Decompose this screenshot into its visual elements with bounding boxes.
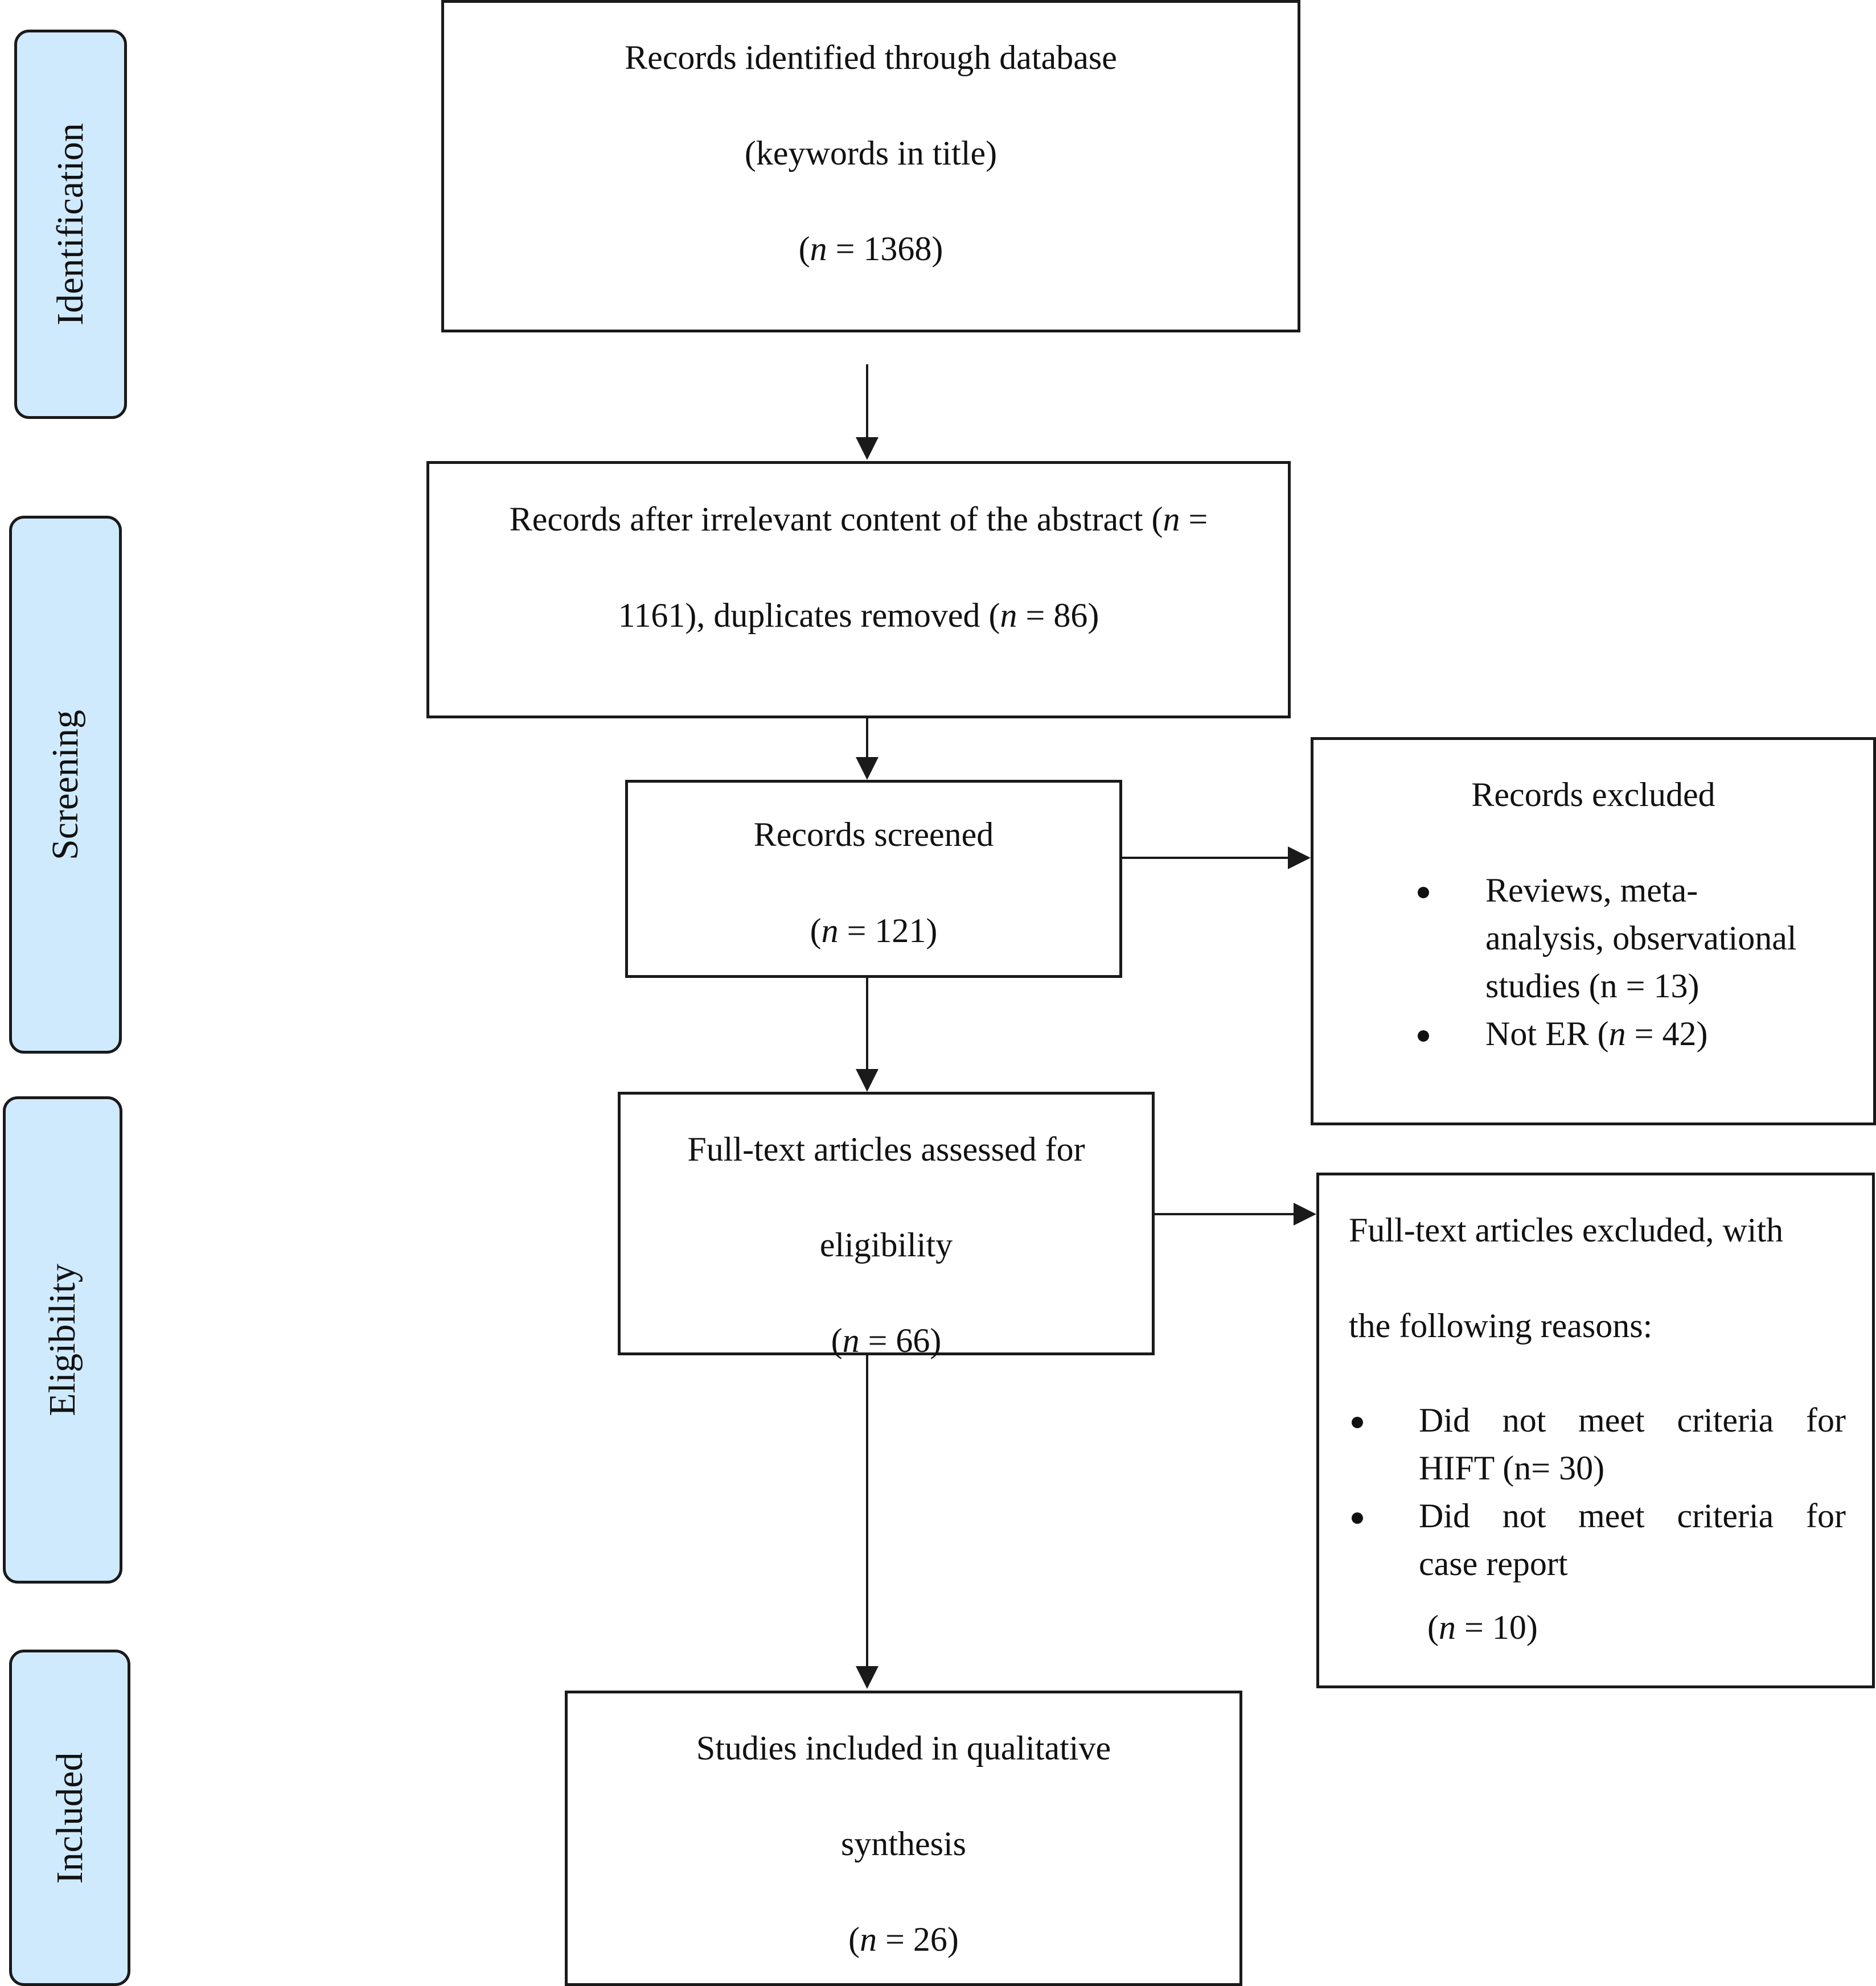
records-identified-line1: Records identified through database [625,39,1117,76]
n-symbol: n [1438,1609,1456,1646]
records-after-box: Records after irrelevant content of the … [426,461,1291,718]
full-text-excluded-count: (n = 10) [1427,1609,1538,1646]
arrowhead-identified-to-after [856,437,879,460]
stage-screening: Screening [9,516,122,1054]
full-text-excluded-bullet2-line1: Did not meet criteria for [1419,1497,1846,1535]
records-excluded-bullet1-line1: Reviews, meta- [1485,871,1698,909]
bullet-dot [1352,1417,1363,1428]
n-symbol: n [1163,500,1180,538]
records-identified-box: Records identified through database (key… [441,0,1300,332]
full-text-excluded-bullet1-line1: Did not meet criteria for [1419,1401,1846,1439]
full-text-excluded-box: Full-text articles excluded, with the fo… [1316,1173,1875,1688]
full-text-assessed-line2: eligibility [819,1226,953,1264]
studies-included-line1: Studies included in qualitative [696,1729,1111,1767]
records-screened-line1: Records screened [753,816,994,853]
studies-included-count: (n = 26) [848,1921,959,1958]
records-excluded-bullet1-line3: studies (n = 13) [1485,967,1700,1005]
bullet-dot [1352,1512,1363,1524]
full-text-assessed-count: (n = 66) [831,1322,942,1359]
stage-identification: Identification [14,30,127,419]
n-symbol: n [821,912,839,949]
arrowhead-fulltext-to-excluded [1294,1203,1316,1226]
records-after-line1: Records after irrelevant content of the … [509,500,1208,538]
records-excluded-title: Records excluded [1471,776,1715,813]
bullet-dot [1418,1030,1429,1042]
studies-included-line2: synthesis [840,1825,967,1862]
records-identified-count: (n = 1368) [798,230,943,268]
n-symbol: n [860,1921,877,1958]
full-text-excluded-bullet2-line2: case report [1419,1545,1568,1582]
records-identified-line2: (keywords in title) [744,134,997,172]
full-text-excluded-line2: the following reasons: [1349,1307,1653,1344]
bullet-dot [1418,887,1429,898]
n-symbol: n [1608,1015,1626,1052]
stage-eligibility: Eligibility [3,1096,122,1584]
arrowhead-fulltext-to-included [856,1666,879,1689]
stage-included: Included [9,1650,130,1986]
full-text-excluded-bullet1-line2: HIFT (n= 30) [1419,1449,1605,1487]
studies-included-box: Studies included in qualitative synthesi… [565,1691,1242,1986]
records-excluded-box: Records excluded Reviews, meta- analysis… [1311,737,1876,1125]
arrowhead-screened-to-fulltext [856,1069,879,1092]
n-symbol: n [1000,597,1017,634]
n-symbol: n [842,1322,860,1359]
arrowhead-after-to-screened [856,757,879,780]
n-symbol: n [810,230,827,268]
arrowhead-screened-to-excluded [1288,846,1311,869]
full-text-assessed-line1: Full-text articles assessed for [687,1130,1085,1168]
full-text-assessed-box: Full-text articles assessed for eligibil… [618,1092,1155,1359]
records-excluded-bullet2: Not ER (n = 42) [1485,1015,1708,1052]
records-screened-box: Records screened (n = 121) [625,780,1122,978]
records-screened-count: (n = 121) [810,912,938,949]
records-excluded-bullet1-line2: analysis, observational [1485,919,1797,957]
records-after-line2: 1161), duplicates removed (n = 86) [618,597,1099,634]
full-text-excluded-line1: Full-text articles excluded, with [1349,1211,1784,1249]
